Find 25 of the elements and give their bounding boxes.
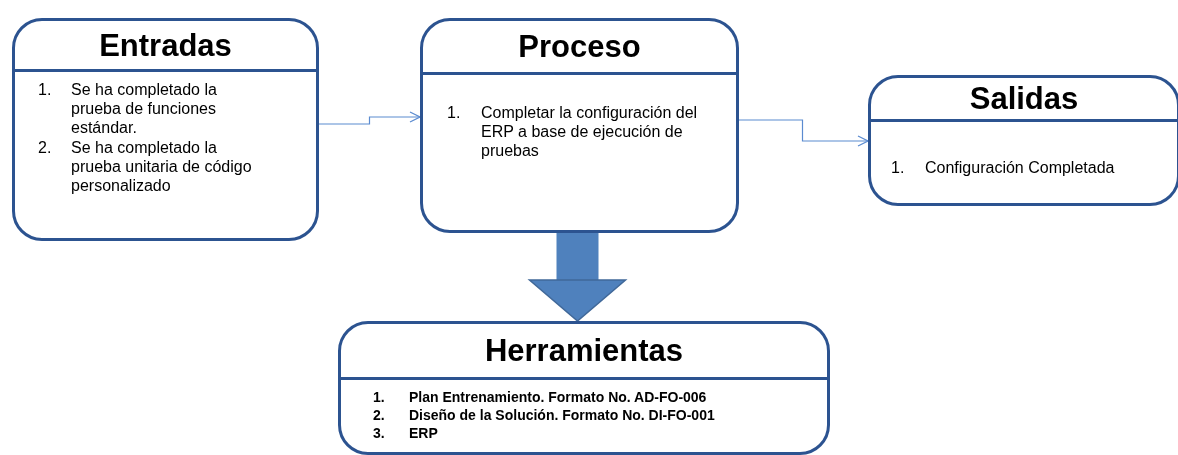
connector-arrow <box>318 111 421 125</box>
tools-box <box>338 321 830 455</box>
box-heading: Salidas <box>969 83 1079 114</box>
list-item: ERP <box>409 424 439 443</box>
box-heading: Proceso <box>518 31 641 62</box>
item-number: 1. <box>447 103 462 123</box>
list-item: Completar la configuración del ERP a base de ejecución de pruebas <box>481 103 699 161</box>
process-box <box>420 18 739 233</box>
list-item: Se ha completado la prueba unitaria de código personalizado <box>71 137 253 196</box>
list-item: Se ha completado la prueba de funciones estándar. <box>71 80 218 138</box>
block-arrow <box>528 233 627 322</box>
item-number: 1. <box>373 388 386 407</box>
item-number: 1. <box>891 158 906 178</box>
output-box <box>868 75 1178 206</box>
item-number: 2. <box>38 137 53 158</box>
connector-arrow <box>738 119 869 147</box>
item-number: 3. <box>373 424 386 443</box>
input-box <box>12 18 319 241</box>
box-heading: Herramientas <box>484 335 684 366</box>
item-number: 1. <box>38 80 53 100</box>
list-item: Plan Entrenamiento. Formato No. AD-FO-006 <box>409 388 708 407</box>
list-item: Diseño de la Solución. Formato No. DI-FO-001 <box>409 406 716 425</box>
item-number: 2. <box>373 406 386 425</box>
list-item: Configuración Completada <box>925 158 1116 178</box>
box-heading: Entradas <box>99 29 232 61</box>
